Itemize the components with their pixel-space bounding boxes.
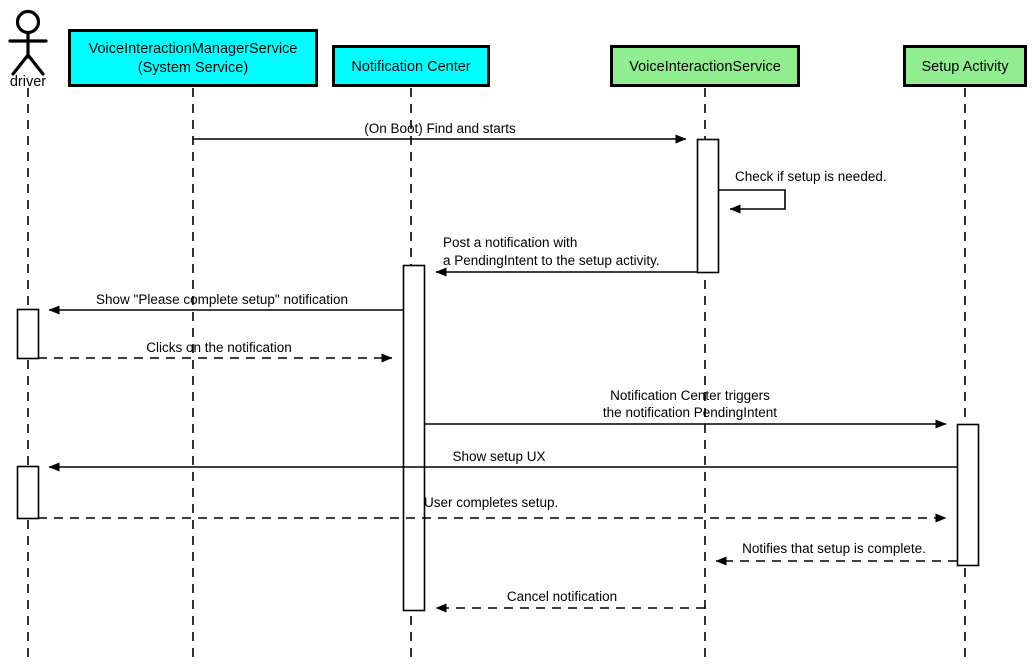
message-label: Check if setup is needed.: [735, 169, 887, 184]
activation-setup-activity-1: [956, 423, 980, 567]
actor-head-icon: [15, 9, 41, 35]
participant-vims-label-line2: (System Service): [138, 60, 248, 76]
message-label: Show setup UX: [452, 449, 545, 464]
participant-notification-center-box: [332, 45, 490, 87]
message-user-completes-setup[interactable]: User completes setup.: [38, 495, 947, 523]
message-label: Cancel notification: [507, 589, 617, 604]
activation-driver-2: [16, 465, 40, 520]
activation-bars: [16, 138, 980, 612]
message-label-line1: Post a notification with: [443, 235, 577, 250]
message-post-a-notification[interactable]: Post a notification with a PendingIntent…: [435, 235, 697, 277]
participant-notification-center[interactable]: Notification Center: [332, 45, 490, 87]
message-clicks-on-the-notification[interactable]: Clicks on the notification: [38, 340, 393, 363]
participant-voice-interaction-service[interactable]: VoiceInteractionService: [610, 45, 800, 87]
message-label-line1: Notification Center triggers: [610, 388, 770, 403]
message-self-loop: [719, 189, 786, 214]
participant-setup-activity[interactable]: Setup Activity: [903, 45, 1027, 87]
message-label-line2: the notification PendingIntent: [603, 405, 777, 420]
actor-driver-label: driver: [10, 74, 46, 90]
message-label: (On Boot) Find and starts: [364, 121, 516, 136]
participant-voice-interaction-service-label: VoiceInteractionService: [629, 59, 781, 75]
message-label-line2: a PendingIntent to the setup activity.: [443, 253, 660, 268]
participant-voice-interaction-service-box: [610, 45, 800, 87]
message-cancel-notification[interactable]: Cancel notification: [435, 589, 705, 613]
participant-notification-center-label: Notification Center: [351, 59, 470, 75]
participant-setup-activity-box: [903, 45, 1027, 87]
message-notifies-that-setup-is-complete[interactable]: Notifies that setup is complete.: [715, 541, 957, 566]
activation-voice-interaction-service-1: [696, 138, 720, 274]
message-label: User completes setup.: [424, 495, 558, 510]
participant-vims-box: [68, 29, 318, 87]
message-label: Notifies that setup is complete.: [742, 541, 926, 556]
actor-leg-left-icon: [11, 53, 30, 76]
actor-leg-right-icon: [26, 53, 45, 76]
participant-vims-label-line1: VoiceInteractionManagerService: [89, 41, 298, 57]
participant-vims[interactable]: VoiceInteractionManagerService (System S…: [68, 29, 318, 87]
participant-setup-activity-label: Setup Activity: [921, 59, 1009, 75]
message-show-please-complete-setup-notification[interactable]: Show "Please complete setup" notificatio…: [48, 292, 403, 315]
message-show-setup-ux[interactable]: Show setup UX: [48, 449, 957, 472]
message-label: Clicks on the notification: [146, 340, 292, 355]
message-on-boot-find-and-starts[interactable]: (On Boot) Find and starts: [193, 121, 687, 144]
message-label: Show "Please complete setup" notificatio…: [96, 292, 348, 307]
actor-driver[interactable]: driver: [8, 9, 48, 91]
message-check-if-setup-is-needed[interactable]: Check if setup is needed.: [719, 169, 887, 214]
activation-notification-center-1: [402, 264, 426, 612]
activation-driver-1: [16, 308, 40, 360]
message-notification-center-triggers-pendingintent[interactable]: Notification Center triggers the notific…: [424, 388, 947, 429]
